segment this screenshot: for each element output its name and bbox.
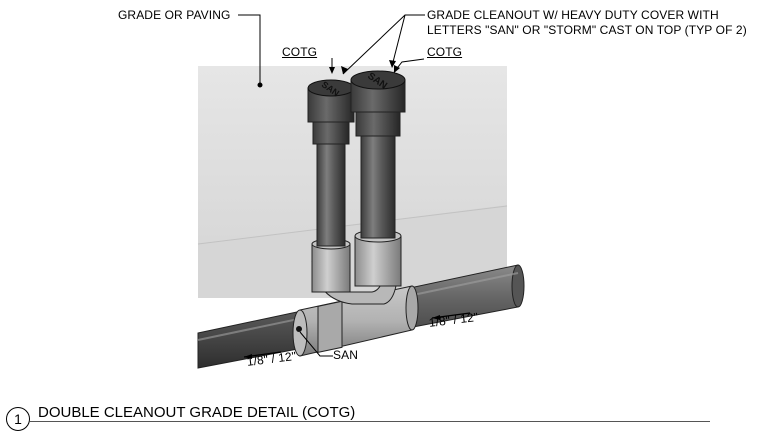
grade-label: GRADE OR PAVING (118, 8, 231, 22)
riser-right (350, 70, 406, 287)
slope-arrow-right (431, 312, 471, 320)
wye-fitting (292, 261, 419, 357)
pipe-label: SAN (333, 348, 358, 362)
cleanout-note-line-2: LETTERS "SAN" OR "STORM" CAST ON TOP (TY… (427, 23, 747, 37)
riser-left (307, 79, 355, 293)
cotg-right-label: COTG (427, 45, 463, 59)
grade-plane-lower (198, 205, 507, 298)
detail-title: DOUBLE CLEANOUT GRADE DETAIL (COTG) (38, 404, 356, 421)
detail-number-bubble: 1 (6, 407, 30, 431)
cleanout-note-line-1: GRADE CLEANOUT W/ HEAVY DUTY COVER WITH (427, 8, 719, 22)
grade-edge-line (197, 205, 508, 245)
slope-arrow-left (243, 351, 282, 359)
leader-arrowheads (329, 60, 400, 74)
cotg-left-label: COTG (282, 45, 318, 59)
title-underline (30, 421, 710, 422)
